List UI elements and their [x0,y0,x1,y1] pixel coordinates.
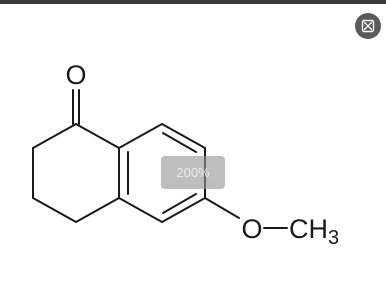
top-bar [0,0,386,4]
exit-fullscreen-button[interactable] [355,13,381,39]
shrink-arrows-icon [361,19,375,33]
aromatic-bond [118,123,163,149]
methyl-subscript: 3 [328,227,339,249]
zoom-level-badge: 200% [161,156,225,189]
ether-oxygen-label: O [241,214,262,244]
ring-bond [32,123,77,149]
carbonyl-oxygen-label: O [65,60,86,90]
ether-bond [204,197,240,219]
svg-text:CH3: CH3 [289,214,339,249]
methyl-label: CH [289,214,328,244]
